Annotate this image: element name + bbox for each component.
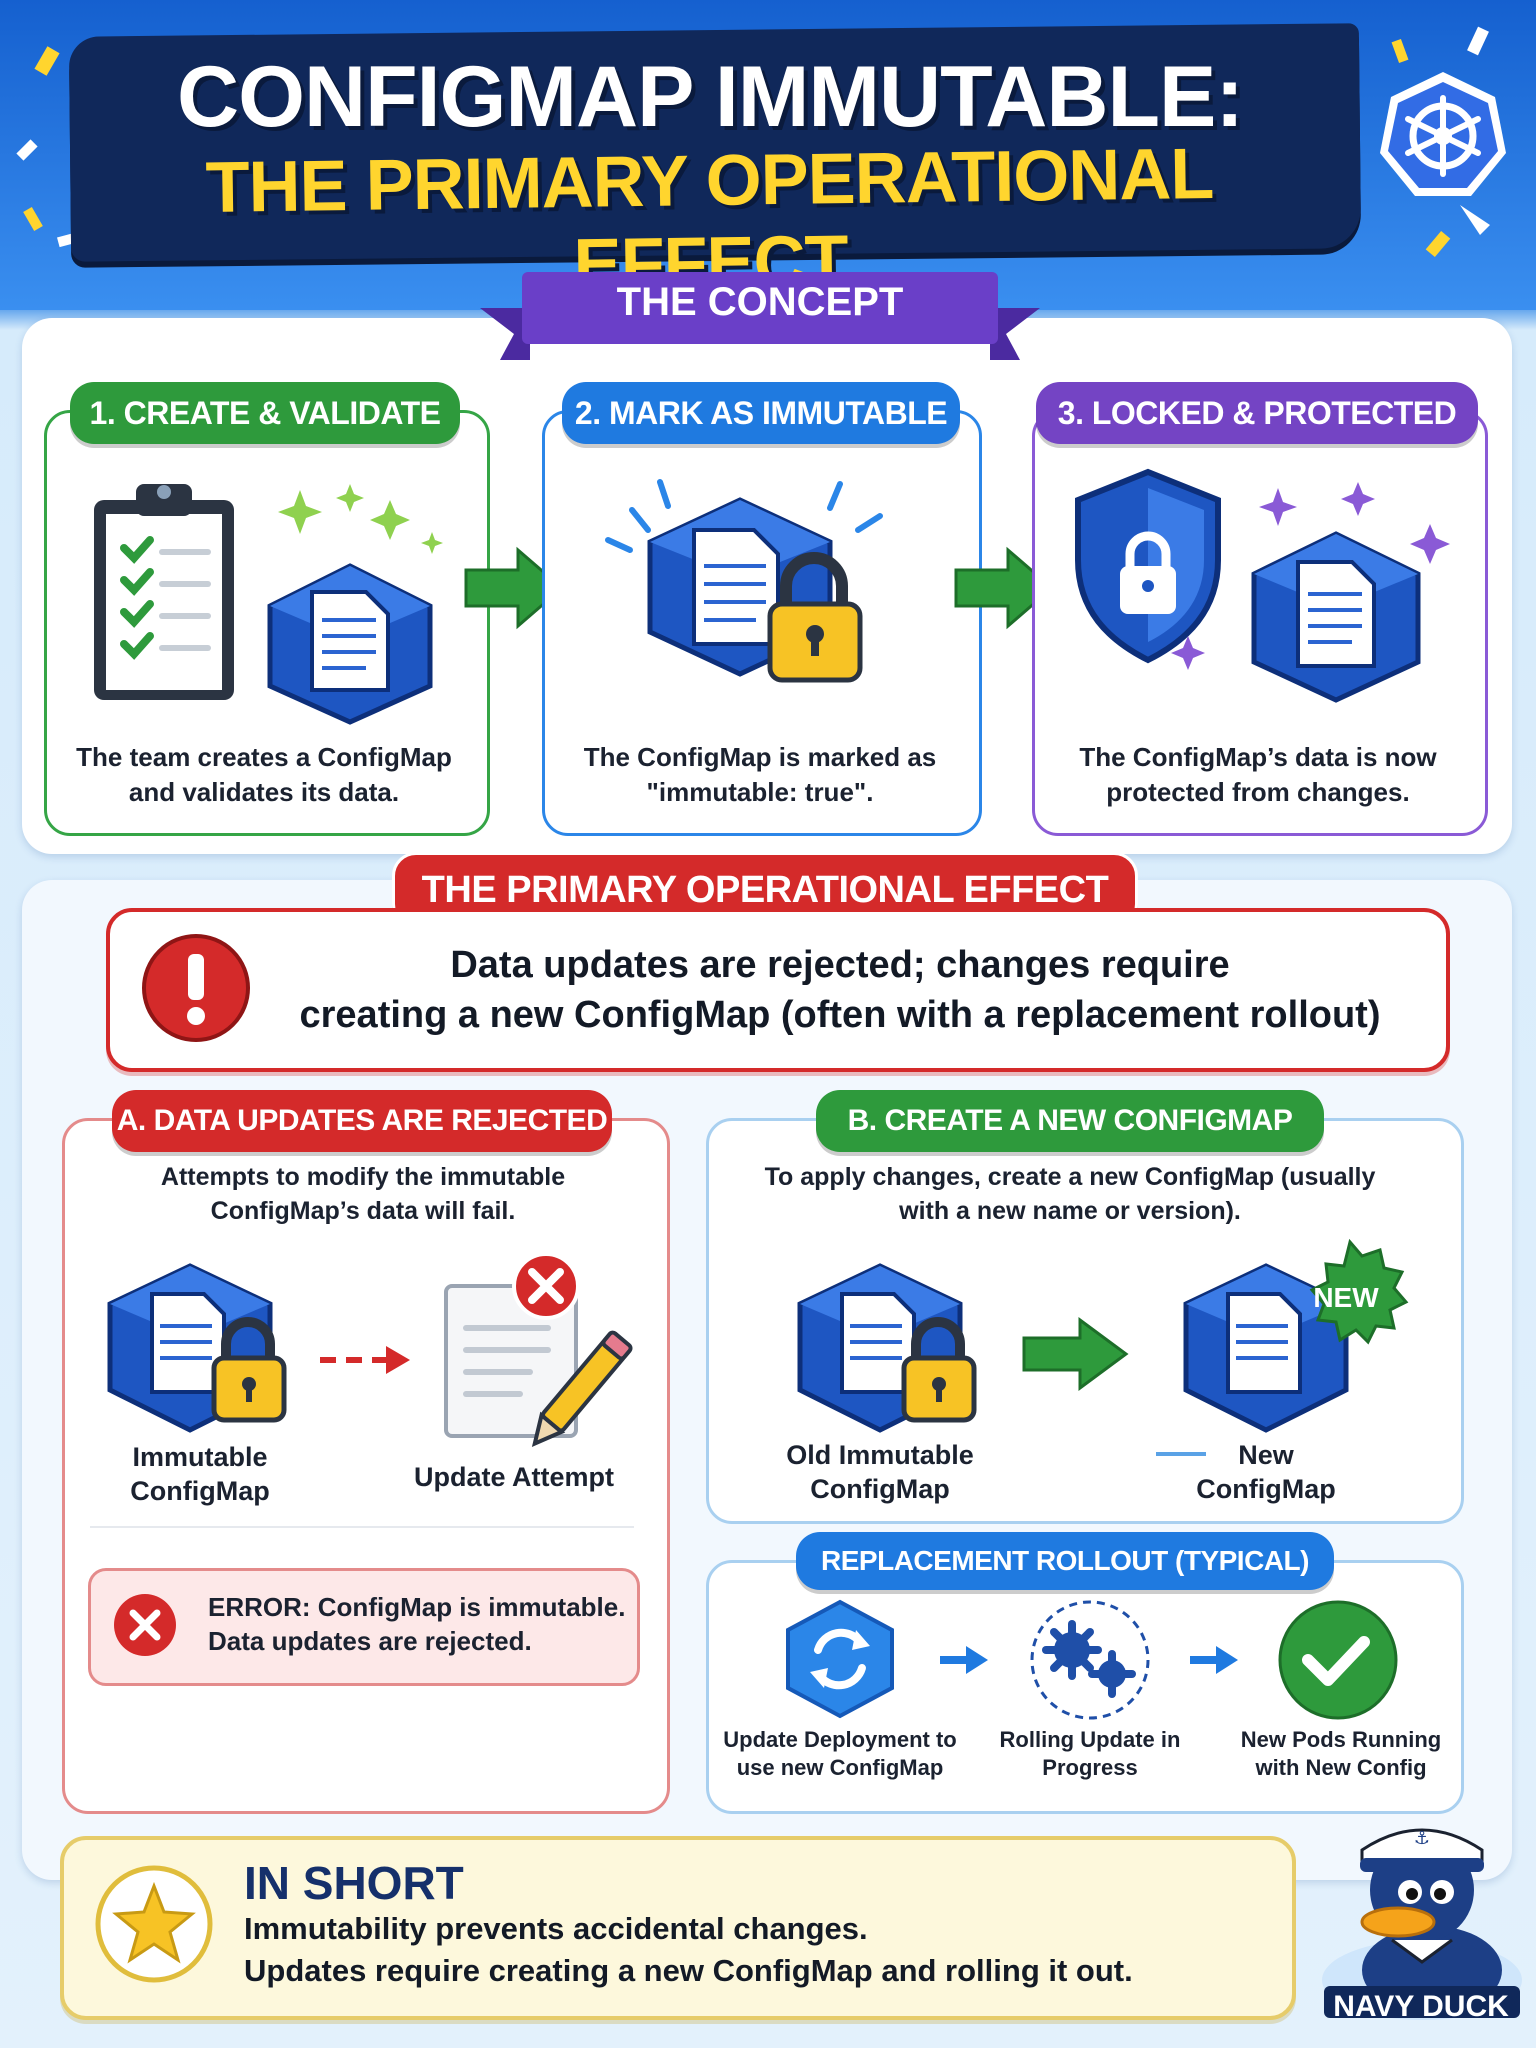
step-2-caption: The ConfigMap is marked as "immutable: t… xyxy=(583,742,937,807)
kubernetes-logo-icon xyxy=(1380,72,1506,196)
section-a-description: Attempts to modify the immutable ConfigM… xyxy=(160,1163,566,1225)
old-configmap-caption: Old Immutable ConfigMap xyxy=(786,1440,974,1504)
error-x-icon xyxy=(114,1594,176,1656)
error-message-line2: Data updates are rejected. xyxy=(208,1626,532,1656)
error-message-line1: ERROR: ConfigMap is immutable. xyxy=(208,1592,626,1622)
section-a-label: A. DATA UPDATES ARE REJECTED xyxy=(112,1090,612,1152)
shield-lock-icon xyxy=(1075,468,1450,703)
summary-line1: Immutability prevents accidental changes… xyxy=(244,1911,868,1946)
effect-message-line1: Data updates are rejected; changes requi… xyxy=(450,944,1230,986)
new-configmap-caption: New ConfigMap xyxy=(1196,1440,1336,1504)
immutable-configmap-caption: Immutable ConfigMap xyxy=(130,1442,270,1506)
exclamation-icon xyxy=(142,934,250,1042)
effect-message-box xyxy=(106,908,1450,1072)
rejected-update-illustration xyxy=(107,1252,633,1447)
section-b-label: B. CREATE A NEW CONFIGMAP xyxy=(816,1090,1324,1152)
mascot-name: NAVY DUCK xyxy=(1333,1990,1509,2023)
rollout-step-2: Rolling Update in Progress xyxy=(999,1727,1181,1780)
page-title: CONFIGMAP IMMUTABLE: xyxy=(176,49,1244,145)
rollout-label: REPLACEMENT ROLLOUT (TYPICAL) xyxy=(796,1532,1334,1590)
divider xyxy=(90,1526,634,1528)
summary-title: IN SHORT xyxy=(244,1857,464,1909)
effect-message-line2: creating a new ConfigMap (often with a r… xyxy=(299,994,1381,1036)
section-b-description: To apply changes, create a new ConfigMap… xyxy=(764,1163,1376,1225)
arrow-right-icon xyxy=(464,546,565,630)
section-a-card xyxy=(62,1118,670,1814)
configmap-lock-icon xyxy=(605,479,883,683)
error-box xyxy=(88,1568,640,1686)
navy-duck-mascot-icon: ⚓ xyxy=(1322,1828,1522,2020)
step-1-caption: The team creates a ConfigMap and validat… xyxy=(76,742,452,807)
concept-title: THE CONCEPT xyxy=(616,280,904,324)
step-3-label: 3. LOCKED & PROTECTED xyxy=(1036,382,1478,444)
arrow-right-icon xyxy=(954,546,1055,630)
confetti-decoration xyxy=(16,26,1490,258)
summary-box xyxy=(60,1836,1296,2020)
new-badge: NEW xyxy=(1313,1282,1379,1313)
step-1-label: 1. CREATE & VALIDATE xyxy=(70,382,460,444)
svg-text:⚓: ⚓ xyxy=(1414,1828,1430,1849)
new-configmap-illustration xyxy=(797,1238,1409,1456)
update-attempt-caption: Update Attempt xyxy=(414,1462,614,1492)
concept-ribbon xyxy=(480,272,1040,360)
step-2-label: 2. MARK AS IMMUTABLE xyxy=(562,382,960,444)
rollout-step-1: Update Deployment to use new ConfigMap xyxy=(723,1727,957,1780)
clipboard-checklist-icon xyxy=(94,484,443,725)
rollout-steps-illustration xyxy=(786,1599,1398,1720)
summary-line2: Updates require creating a new ConfigMap… xyxy=(244,1953,1133,1988)
star-icon xyxy=(95,1865,213,1983)
rollout-step-3: New Pods Running with New Config xyxy=(1240,1727,1442,1780)
step-3-caption: The ConfigMap’s data is now protected fr… xyxy=(1079,742,1437,807)
